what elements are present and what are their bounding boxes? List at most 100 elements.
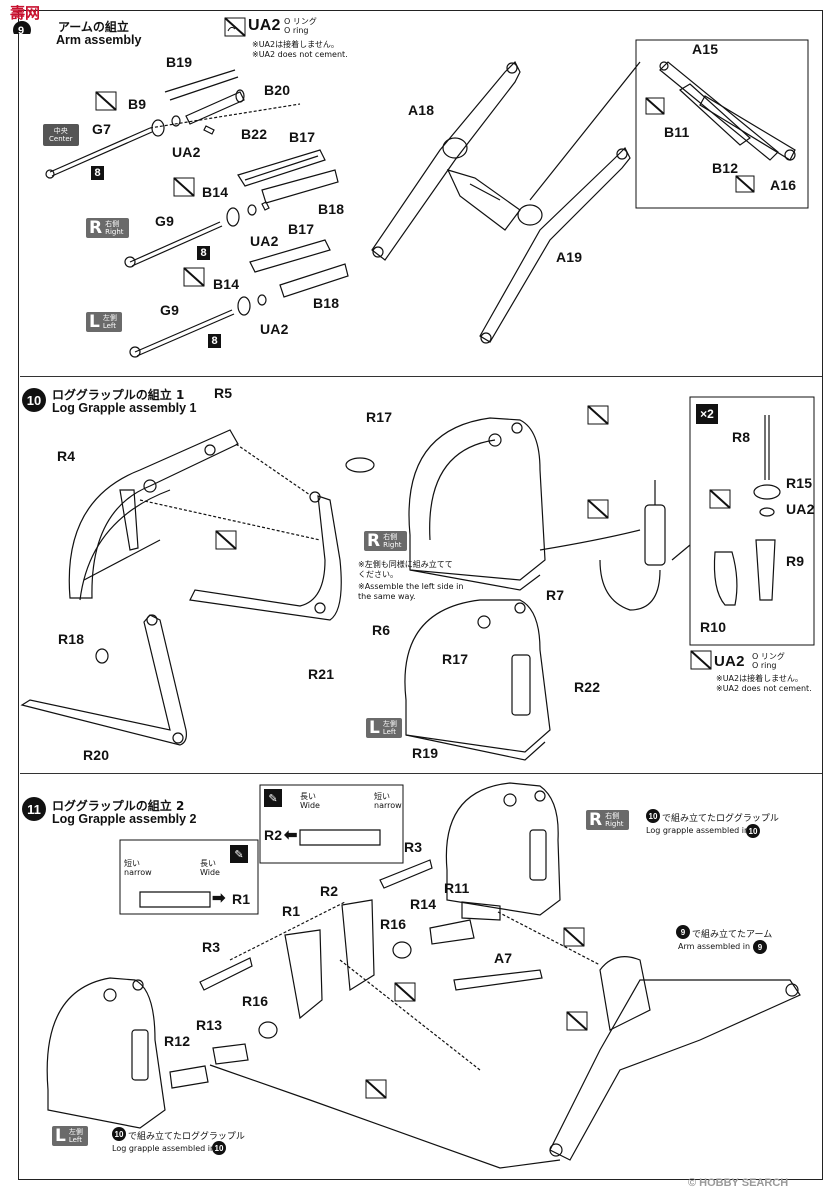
step-10-number: 10: [22, 388, 46, 412]
oring-en-s10: O ring: [752, 661, 777, 670]
part-B17-a: B17: [289, 129, 316, 145]
part-R15: R15: [786, 475, 813, 491]
arrow-right-icon: ➡: [212, 890, 226, 907]
part-G9-b: G9: [160, 302, 180, 318]
left-badge-letter: L: [89, 312, 100, 332]
watermark: © HOBBY SEARCH: [688, 1177, 788, 1189]
arm-assembly-drawing: [45, 39, 809, 358]
oring-code-s10: UA2: [714, 653, 745, 670]
short-label-en: narrow: [374, 801, 402, 810]
part-R20: R20: [83, 747, 110, 763]
part-R14: R14: [410, 896, 437, 912]
watermark-text: HOBBY SEARCH: [699, 1177, 789, 1189]
part-R16-a: R16: [380, 916, 407, 932]
ref-step-10-icon: 10: [746, 824, 760, 838]
long-label-en: Wide: [200, 868, 220, 877]
right-badge-jp: 右側: [605, 812, 620, 820]
section-divider-2: [20, 773, 822, 774]
right-badge-en: Right: [383, 541, 402, 549]
log-grapple-1-drawing: [20, 396, 815, 761]
part-B11: B11: [664, 124, 690, 140]
part-B14-b: B14: [213, 276, 240, 292]
ref-step-10-icon: 10: [212, 1141, 226, 1155]
part-B19: B19: [166, 54, 193, 70]
oring-code: UA2: [248, 17, 281, 34]
part-A15: A15: [692, 41, 719, 57]
long-label-jp: 長い: [300, 792, 316, 801]
part-A7: A7: [494, 950, 513, 966]
short-label-en: narrow: [124, 868, 152, 877]
part-UA2-a: UA2: [172, 144, 201, 160]
part-B17-b: B17: [288, 221, 315, 237]
page-frame: [18, 10, 823, 1180]
right-badge-letter: R: [89, 218, 103, 238]
section11-title-jp: ロググラップルの組立 2: [52, 799, 185, 813]
part-A16: A16: [770, 177, 797, 193]
center-badge-en: Center: [49, 135, 73, 143]
left-badge-letter: L: [55, 1126, 66, 1146]
part-A19: A19: [556, 249, 583, 265]
right-badge-letter: R: [367, 531, 381, 551]
part-B20: B20: [264, 82, 291, 98]
part-R4: R4: [57, 448, 76, 464]
oring-note-en-s10: ※UA2 does not cement.: [716, 684, 812, 693]
assemble-left-note-en: ※Assemble the left side in the same way.: [358, 582, 464, 601]
logo-text: 壽网: [10, 4, 40, 22]
part-R13: R13: [196, 1017, 223, 1033]
tag-8-b: 8: [197, 246, 210, 260]
part-B12: B12: [712, 160, 739, 176]
right-badge-jp: 右側: [383, 533, 398, 541]
ref9-text-jp: で組み立てたアーム: [692, 930, 773, 940]
tag-8-a: 8: [91, 166, 104, 180]
part-R16-b: R16: [242, 993, 269, 1009]
part-R17-a: R17: [366, 409, 393, 425]
left-badge-en: Left: [68, 1136, 83, 1144]
right-badge-letter: R: [589, 810, 603, 830]
section-divider-1: [20, 376, 822, 377]
part-UA2-c: UA2: [260, 321, 289, 337]
oring-jp: O リング: [284, 17, 317, 26]
part-R5: R5: [214, 385, 233, 401]
ref9-text-en: Arm assembled in: [678, 942, 751, 951]
left-badge-letter: L: [369, 718, 380, 738]
part-R6: R6: [372, 622, 391, 638]
part-R1-box: R1: [232, 891, 251, 907]
part-R12: R12: [164, 1033, 191, 1049]
part-G9-a: G9: [155, 213, 175, 229]
part-R10: R10: [700, 619, 727, 635]
ref10-text-jp: で組み立てたロググラップル: [662, 814, 779, 824]
log-grapple-2-drawing: [46, 782, 801, 1169]
part-R3-a: R3: [404, 839, 423, 855]
center-badge-jp: 中央: [53, 127, 68, 135]
right-badge-jp: 右側: [105, 220, 120, 228]
left-badge-jp: 左側: [102, 314, 117, 322]
ref-step-9-icon: 9: [753, 940, 767, 954]
part-B22: B22: [241, 126, 268, 142]
part-R18: R18: [58, 631, 85, 647]
part-R9: R9: [786, 553, 805, 569]
part-R21: R21: [308, 666, 335, 682]
section11-title-en: Log Grapple assembly 2: [52, 812, 197, 826]
left-badge-en: Left: [102, 322, 117, 330]
section10-title-en: Log Grapple assembly 1: [52, 401, 197, 415]
oring-note-en: ※UA2 does not cement.: [252, 50, 348, 59]
part-G7: G7: [92, 121, 112, 137]
part-R7: R7: [546, 587, 565, 603]
part-R17-b: R17: [442, 651, 469, 667]
part-R19: R19: [412, 745, 439, 761]
oring-note-jp: ※UA2は接着しません。: [252, 40, 339, 49]
ref10-text-en: Log grapple assembled in: [646, 826, 750, 835]
long-label-en: Wide: [300, 801, 320, 810]
no-cement-icon: [224, 17, 246, 42]
svg-text:9: 9: [18, 25, 24, 34]
glue-brush-icon: ✎: [264, 789, 282, 807]
assemble-left-note-jp: ※左側も同様に組み立ててください。: [358, 560, 453, 579]
x2-badge: ×2: [696, 404, 718, 424]
short-label-jp: 短い: [124, 859, 140, 868]
part-R8: R8: [732, 429, 751, 445]
part-UA2-b: UA2: [250, 233, 279, 249]
